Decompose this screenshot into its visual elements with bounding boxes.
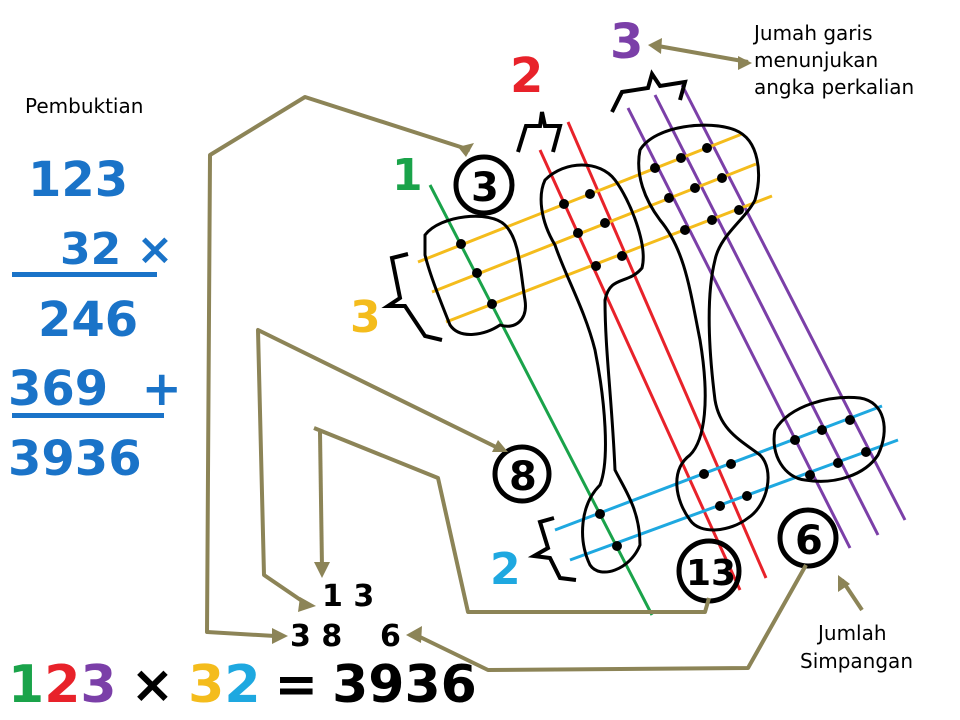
proof-total: 3936 [8, 431, 142, 487]
red-line-2 [566, 121, 768, 579]
bracket-yellow [381, 252, 443, 342]
bottom-note-1: Jumlah [816, 621, 887, 645]
bracket-purple [610, 69, 688, 113]
proof-partial-1: 246 [38, 292, 138, 348]
yellow-line-3 [445, 194, 773, 324]
eq-digit-2: 2 [44, 655, 80, 715]
eq-result: 3936 [332, 655, 477, 715]
circle-count-8: 8 [509, 454, 537, 500]
red-line-1 [538, 149, 742, 591]
eq-digit-1: 1 [8, 655, 44, 715]
circle-8-ring [492, 444, 552, 504]
blob-bottom-right [772, 396, 886, 483]
eq-equals: = [275, 655, 319, 715]
blob-top-left [423, 214, 527, 336]
top-note-3: angka perkalian [754, 75, 914, 99]
blob-middle-vertical [539, 163, 645, 574]
cyan-line-1 [554, 404, 883, 532]
eq-mult-2: 2 [224, 655, 260, 715]
intersection-dots [456, 143, 871, 551]
yellow-line-1 [417, 132, 743, 264]
proof-line-1: 123 [28, 152, 128, 208]
top-note-2: menunjukan [754, 48, 878, 72]
circle-count-13: 13 [686, 553, 736, 594]
eq-mult-1: 3 [188, 655, 224, 715]
top-note-1: Jumah garis [752, 21, 873, 45]
result-last: 6 [380, 619, 401, 654]
blob-right-vertical [637, 123, 770, 532]
eq-times: × [131, 655, 175, 715]
result-carry: 1 3 [322, 579, 374, 614]
yellow-line-2 [431, 162, 757, 294]
circle-count-6: 6 [795, 518, 823, 564]
bracket-cyan [527, 516, 577, 582]
cyan-line-2 [569, 438, 899, 562]
proof-partial-2: 369 + [8, 361, 182, 417]
circle-3-ring [453, 154, 515, 216]
circle-count-3: 3 [471, 165, 499, 211]
label-digit-yellow: 3 [350, 292, 381, 343]
proof-line-2: 32 × [60, 224, 173, 275]
eq-digit-3: 3 [80, 655, 116, 715]
label-digit-purple: 3 [610, 14, 643, 70]
label-digit-cyan: 2 [490, 544, 521, 595]
arrow-heads [272, 38, 850, 644]
equation: 123×32=3936 [8, 655, 477, 715]
proof-rule-2 [12, 413, 164, 418]
circle-6-ring [777, 507, 839, 569]
label-digit-red: 2 [510, 48, 543, 104]
bottom-note-2: Simpangan [800, 649, 913, 673]
proof-title: Pembuktian [25, 94, 143, 118]
purple-line-3 [680, 84, 907, 521]
proof-rule-1 [12, 272, 157, 277]
label-digit-green: 1 [392, 150, 423, 201]
bracket-red [516, 111, 563, 153]
result-row: 3 8 [290, 619, 342, 654]
